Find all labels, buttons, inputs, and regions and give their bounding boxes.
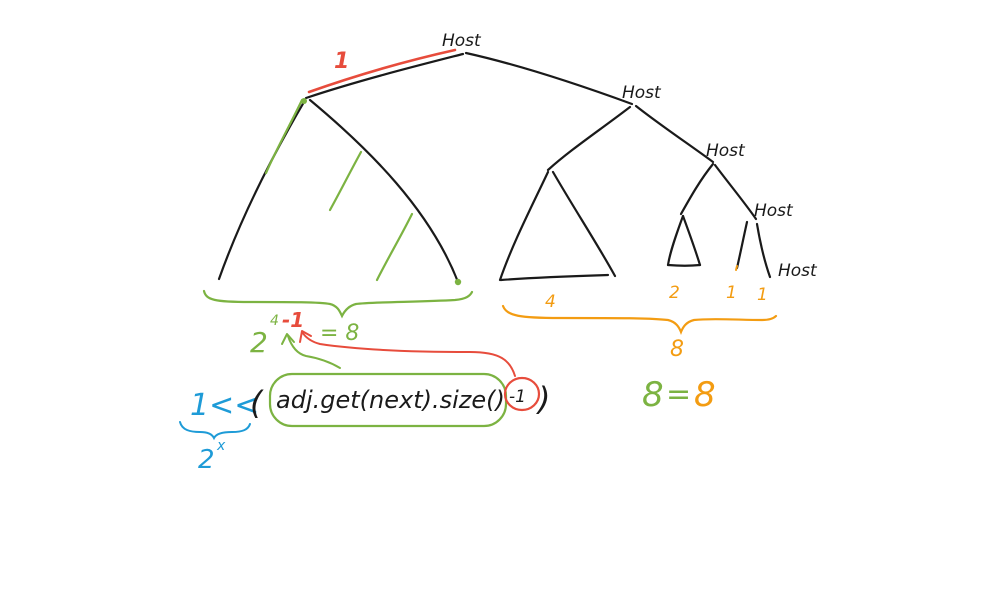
host-label-4: Host bbox=[754, 201, 794, 221]
left-equation-result: = 8 bbox=[320, 321, 359, 346]
exponent-arrows bbox=[281, 330, 516, 377]
right-brace bbox=[501, 304, 778, 335]
base-two: 2 bbox=[250, 326, 268, 359]
edge-host3-host4 bbox=[713, 163, 758, 221]
formula-close-paren: ) bbox=[536, 380, 550, 418]
left-subtree-right-edge bbox=[308, 98, 460, 284]
leaf-dot-left bbox=[301, 98, 307, 104]
host-label-3: Host bbox=[706, 141, 746, 161]
triangle2-right bbox=[681, 214, 702, 267]
leaf-dot-right bbox=[454, 278, 462, 286]
edge-root-left bbox=[304, 52, 465, 100]
shift-prefix: 1<< bbox=[190, 388, 259, 423]
host-label-2: Host bbox=[622, 83, 662, 103]
tree-structure bbox=[217, 51, 772, 284]
exponent-minus-one: -1 bbox=[282, 308, 304, 332]
green-arrow bbox=[287, 335, 341, 369]
edge-host4-host5 bbox=[755, 222, 772, 279]
host-label-5: Host bbox=[778, 261, 818, 281]
left-subtree-left-edge bbox=[217, 100, 306, 281]
triangle4-left bbox=[498, 170, 550, 282]
hatch-2 bbox=[328, 150, 363, 212]
edge-host3-triangle2 bbox=[679, 162, 715, 216]
left-subtree-hatching bbox=[264, 98, 462, 286]
hatch-1 bbox=[264, 98, 304, 175]
equality-right: 8 bbox=[694, 375, 716, 415]
red-highlight-edge bbox=[307, 48, 457, 94]
formula-open-paren: ( bbox=[250, 384, 264, 422]
formula-call: adj.get(next).size() bbox=[276, 386, 505, 414]
size-label-4: 4 bbox=[545, 292, 556, 312]
size-label-2: 2 bbox=[669, 283, 680, 303]
green-arrowhead bbox=[281, 333, 295, 345]
exponent-four: 4 bbox=[270, 313, 279, 329]
size-label-1b: 1 bbox=[757, 285, 768, 305]
equality-left: 8 bbox=[642, 375, 664, 415]
red-arrow bbox=[301, 331, 516, 377]
shift-brace bbox=[179, 421, 251, 441]
triangle2-left bbox=[666, 214, 685, 267]
edge-host2-triangle bbox=[546, 105, 632, 172]
equality-sign: = bbox=[666, 377, 691, 412]
shift-meaning-base: 2 bbox=[198, 445, 215, 475]
triangle4-right bbox=[551, 170, 617, 278]
shift-meaning-exponent: x bbox=[216, 438, 226, 454]
left-brace bbox=[202, 289, 474, 319]
edge-count-label: 1 bbox=[334, 49, 349, 74]
red-arrowhead bbox=[299, 330, 312, 343]
formula-minus-one: -1 bbox=[509, 387, 526, 407]
edge-root-right bbox=[464, 51, 634, 106]
size-label-1a: 1 bbox=[726, 283, 737, 303]
edge-host2-host3 bbox=[634, 104, 715, 164]
triangle2-base bbox=[666, 263, 702, 267]
right-total-label: 8 bbox=[670, 337, 684, 362]
hatch-3 bbox=[375, 212, 414, 282]
triangle4-base bbox=[499, 273, 610, 282]
host-label-root: Host bbox=[442, 31, 482, 51]
edge-host4-leaf bbox=[735, 220, 749, 270]
minus-one-circle bbox=[503, 376, 541, 412]
red-edge-group bbox=[307, 48, 457, 94]
leaf-tick-a bbox=[735, 265, 738, 271]
